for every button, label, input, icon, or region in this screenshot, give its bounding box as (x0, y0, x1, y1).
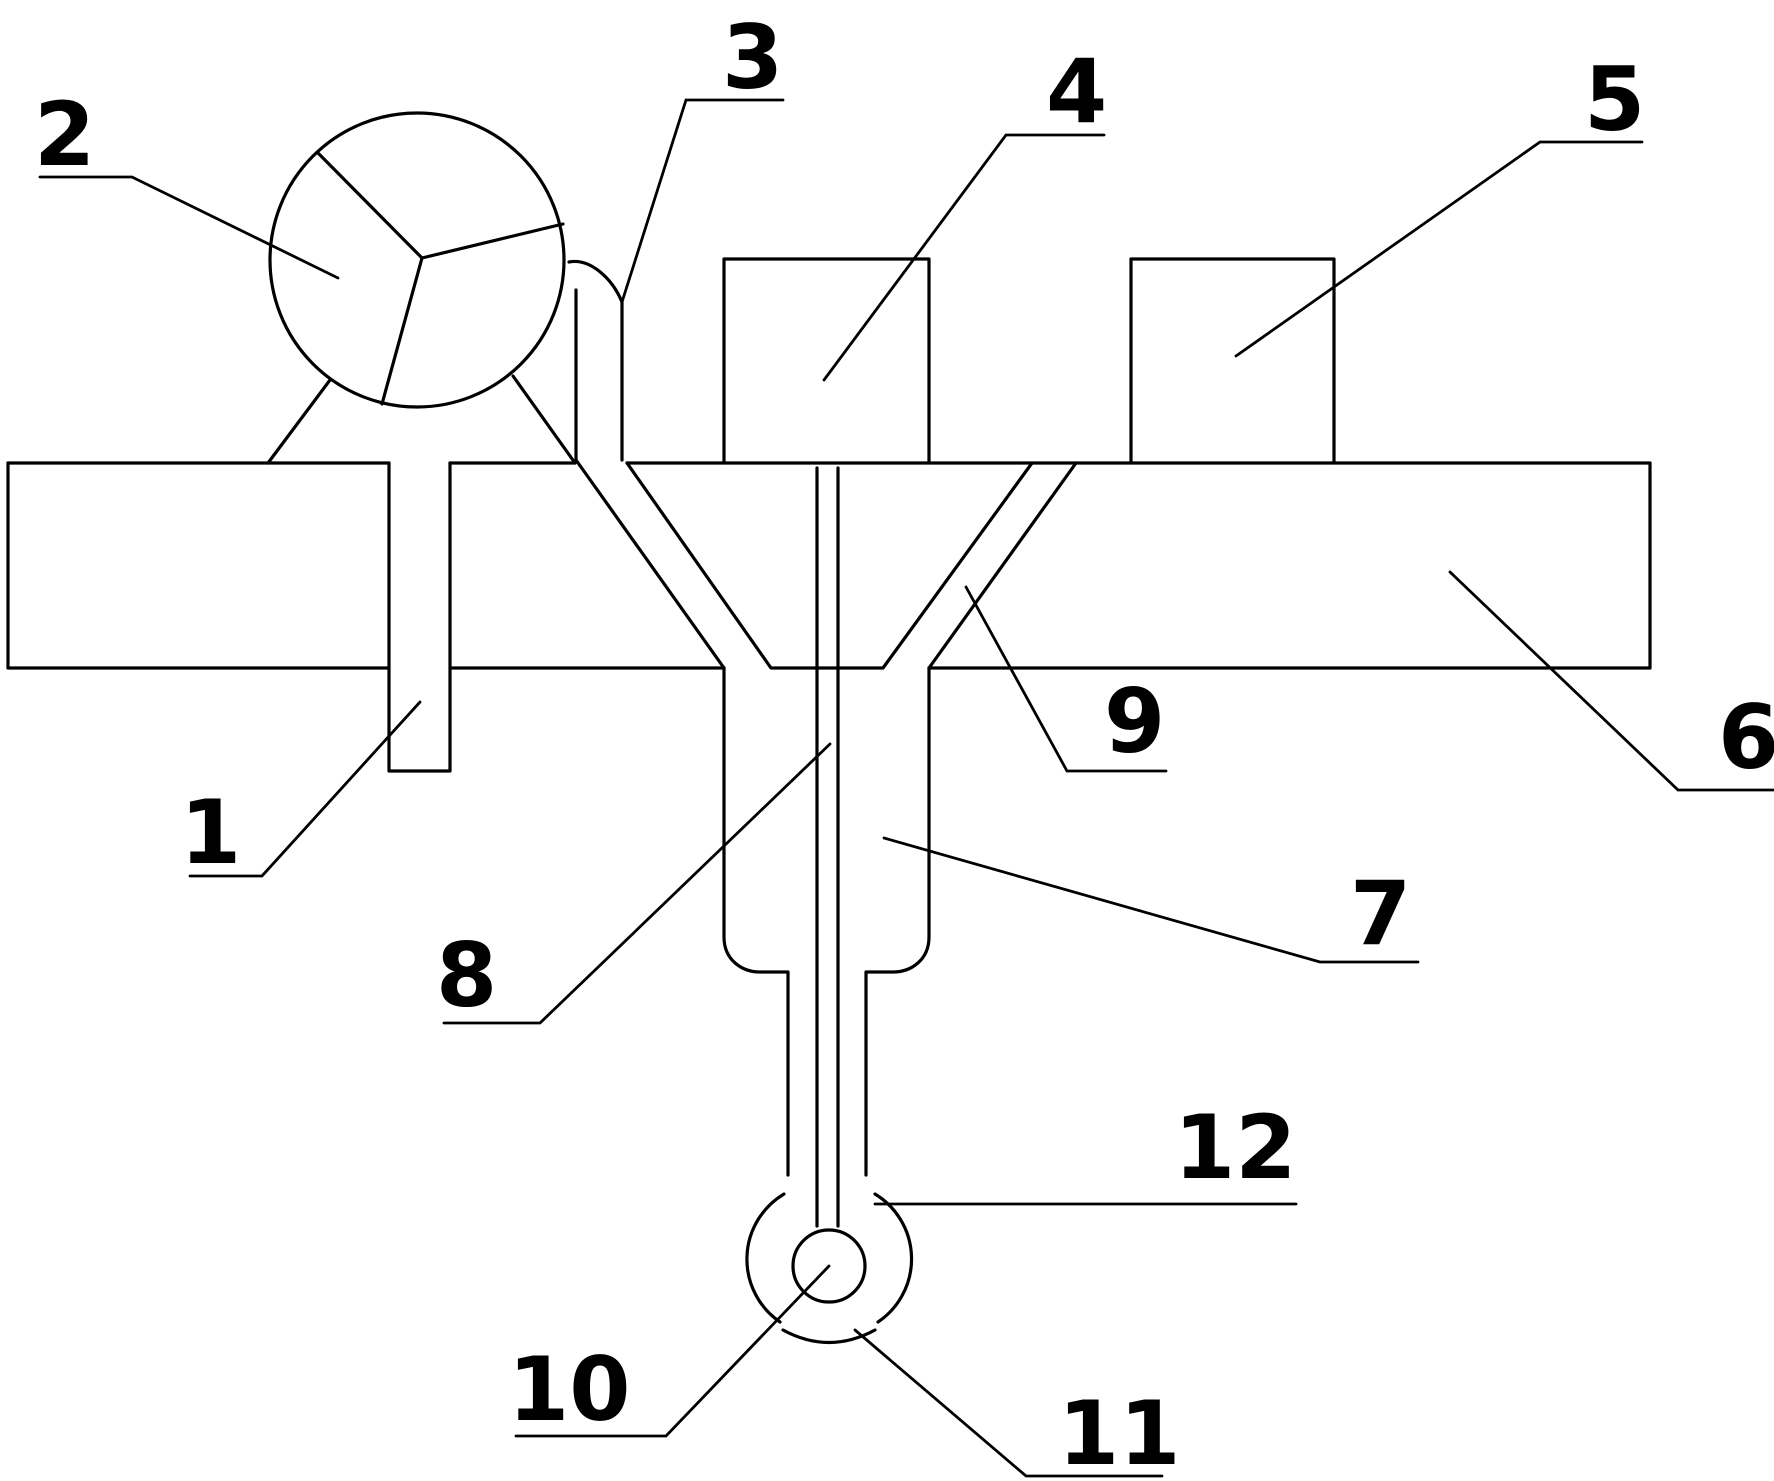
label-1: 1 (180, 781, 241, 884)
curved-pipe (567, 259, 624, 462)
label-10: 10 (508, 1338, 630, 1441)
central-shaft (815, 466, 840, 1228)
fan-wheel (266, 111, 577, 465)
label-3: 3 (722, 6, 783, 109)
lower-housing (722, 666, 931, 1177)
label-12: 12 (1174, 1096, 1296, 1199)
label-2: 2 (34, 83, 95, 186)
label-9: 9 (1104, 670, 1165, 773)
vertical-rod (387, 461, 452, 773)
leader-lines (38, 98, 1774, 1478)
funnel (574, 458, 1078, 670)
label-11: 11 (1058, 1382, 1180, 1481)
base-plate (6, 461, 1652, 670)
ball (791, 1228, 867, 1304)
box-4 (722, 257, 931, 465)
label-4: 4 (1046, 40, 1107, 143)
ball-housing-ring (745, 1192, 914, 1344)
label-7: 7 (1350, 862, 1411, 965)
box-5 (1129, 257, 1336, 465)
number-labels: 1 2 3 4 5 6 7 8 9 10 11 12 (34, 6, 1774, 1481)
label-6: 6 (1718, 686, 1774, 789)
label-8: 8 (436, 924, 497, 1027)
label-5: 5 (1584, 48, 1645, 151)
